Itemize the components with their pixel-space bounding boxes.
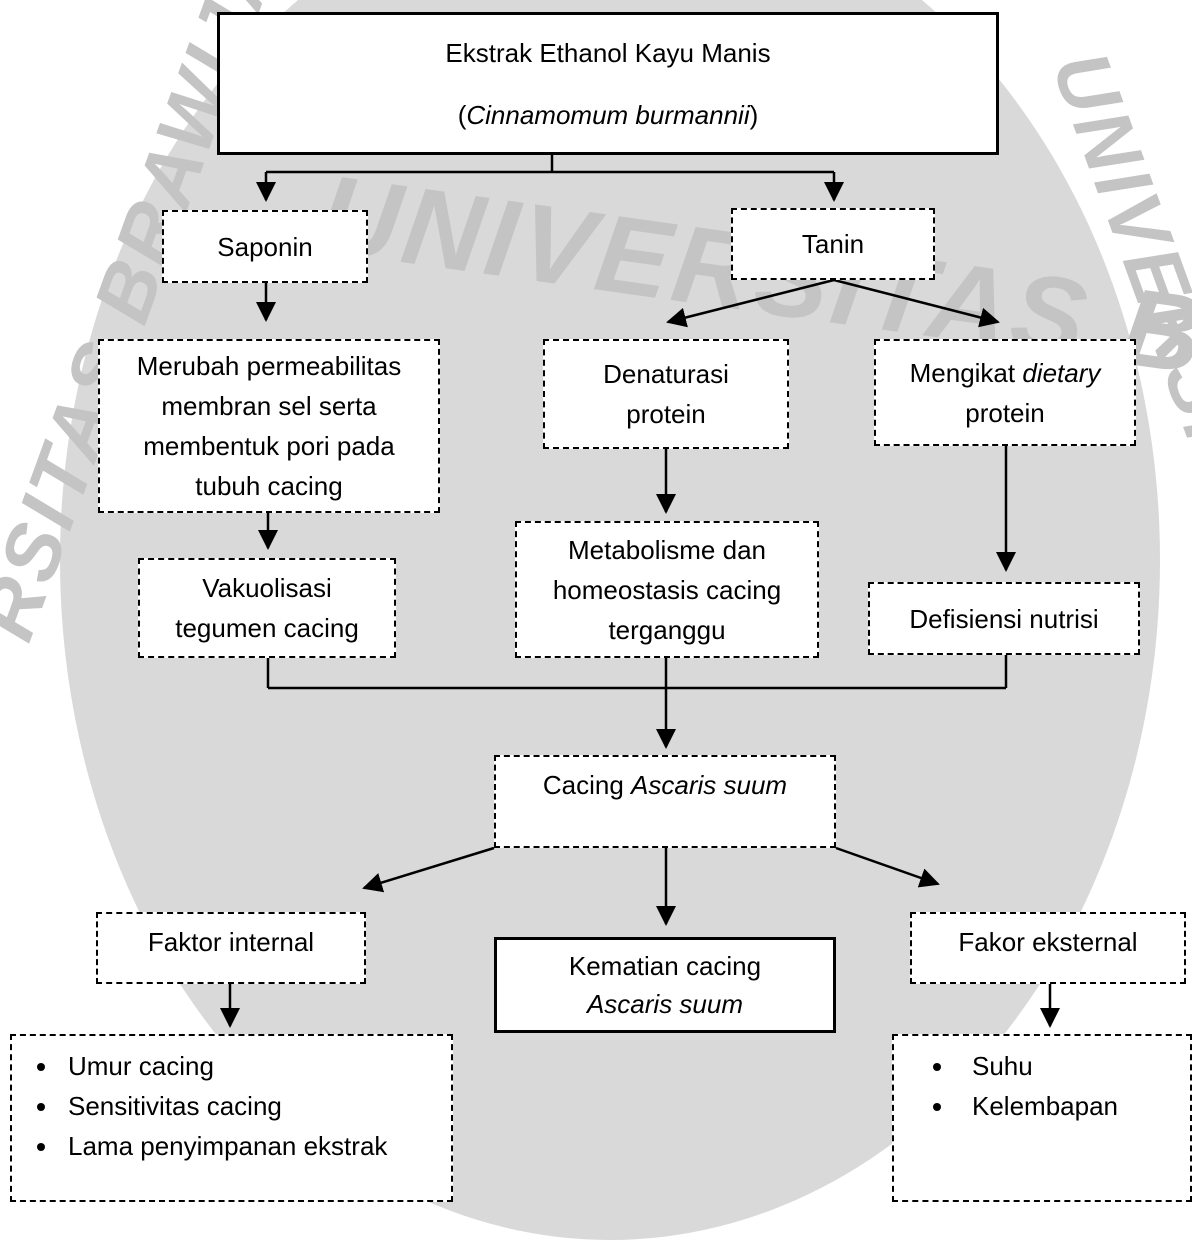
merubah-line-3: membentuk pori pada — [143, 431, 395, 461]
node-vakuolisasi: Vakuolisasi tegumen cacing — [138, 558, 396, 658]
node-faktor-internal: Faktor internal — [96, 912, 366, 984]
faktor-eksternal-label: Fakor eksternal — [958, 927, 1138, 957]
cacing-label: Cacing Ascaris suum — [543, 765, 787, 805]
node-merubah-permeabilitas: Merubah permeabilitas membran sel serta … — [98, 339, 440, 513]
denaturasi-line-1: Denaturasi — [603, 359, 729, 389]
internal-item: Sensitivitas cacing — [60, 1086, 387, 1126]
internal-factors-list: Umur cacing Sensitivitas cacing Lama pen… — [10, 1034, 453, 1202]
root-species-close: ) — [749, 99, 759, 130]
saponin-label: Saponin — [217, 231, 313, 262]
metabolisme-line-2: homeostasis cacing — [552, 574, 782, 605]
node-cacing-ascaris: Cacing Ascaris suum — [494, 755, 836, 848]
node-saponin: Saponin — [162, 210, 368, 283]
root-title: Ekstrak Ethanol Kayu Manis — [445, 37, 771, 68]
external-item: Suhu — [956, 1046, 1118, 1086]
root-species-open: ( — [457, 99, 467, 130]
internal-bullets: Umur cacing Sensitivitas cacing Lama pen… — [12, 1046, 387, 1166]
node-denaturasi-protein: Denaturasi protein — [543, 339, 789, 449]
external-item: Kelembapan — [956, 1086, 1118, 1126]
connectors — [220, 155, 1060, 1028]
denaturasi-line-2: protein — [626, 399, 706, 429]
external-bullets: Suhu Kelembapan — [894, 1046, 1118, 1126]
cacing-italic: Ascaris suum — [631, 770, 788, 800]
external-factors-list: Suhu Kelembapan — [892, 1034, 1192, 1202]
root-species: (Cinnamomum burmannii) — [458, 98, 759, 132]
arrow-tanin-denaturasi — [666, 278, 835, 328]
node-defisiensi-nutrisi: Defisiensi nutrisi — [868, 582, 1140, 655]
node-root-extract: Ekstrak Ethanol Kayu Manis (Cinnamomum b… — [217, 12, 999, 155]
metabolisme-line-3: terganggu — [608, 614, 726, 645]
merubah-line-4: tubuh cacing — [195, 471, 343, 501]
merubah-line-2: membran sel serta — [161, 391, 377, 421]
node-faktor-eksternal: Fakor eksternal — [910, 912, 1186, 984]
node-metabolisme: Metabolisme dan homeostasis cacing terga… — [515, 521, 819, 658]
kematian-line-1: Kematian cacing — [568, 951, 762, 981]
metabolisme-line-1: Metabolisme dan — [568, 534, 766, 565]
defisiensi-label: Defisiensi nutrisi — [909, 603, 1099, 634]
merubah-line-1: Merubah permeabilitas — [136, 351, 402, 381]
kematian-line-2: Ascaris suum — [586, 989, 744, 1019]
internal-item: Lama penyimpanan ekstrak — [60, 1126, 387, 1166]
vakuolisasi-line-1: Vakuolisasi — [202, 573, 332, 603]
tanin-label: Tanin — [801, 229, 865, 259]
node-kematian-cacing: Kematian cacing Ascaris suum — [494, 937, 836, 1033]
arrow-cacing-eksternal — [835, 846, 940, 888]
cacing-prefix: Cacing — [542, 770, 632, 800]
diagram-canvas: UNIVERSITAS BRAWIJAYA RSITAS BRAWIJAYA U… — [0, 0, 1192, 1213]
vakuolisasi-line-2: tegumen cacing — [175, 613, 359, 643]
arrow-tanin-mengikat — [833, 278, 1000, 328]
mengikat-line-1: Mengikat dietary — [910, 353, 1101, 393]
mengikat-line-2: protein — [965, 397, 1045, 428]
mengikat-prefix: Mengikat — [909, 357, 1023, 388]
arrow-cacing-internal — [362, 846, 495, 893]
node-mengikat-dietary-protein: Mengikat dietary protein — [874, 339, 1136, 446]
node-tanin: Tanin — [731, 208, 935, 280]
internal-item: Umur cacing — [60, 1046, 387, 1086]
root-species-name: Cinnamomum burmannii — [466, 99, 750, 130]
mengikat-italic: dietary — [1022, 357, 1101, 388]
faktor-internal-label: Faktor internal — [147, 927, 315, 957]
